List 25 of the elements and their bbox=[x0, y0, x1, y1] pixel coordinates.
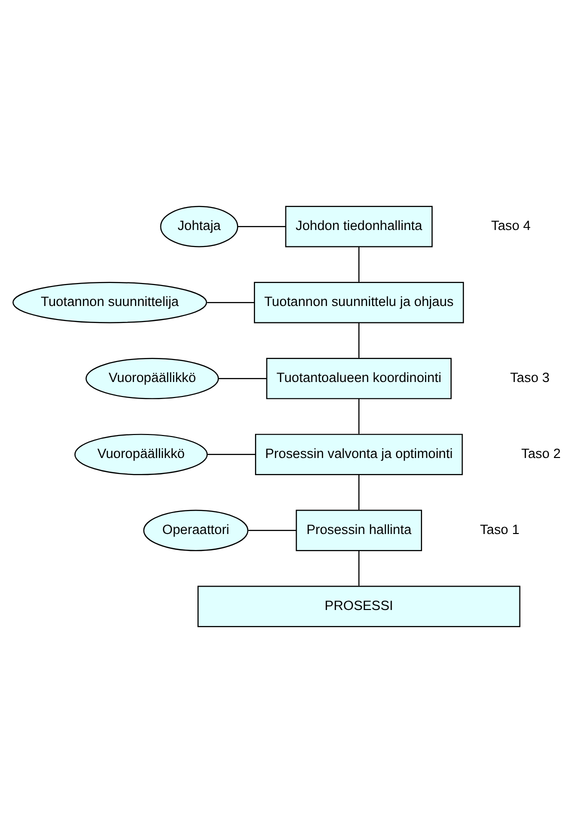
node-ellipse: Johtaja bbox=[160, 205, 238, 247]
label: Taso 3 bbox=[510, 369, 550, 384]
label: Taso 4 bbox=[491, 218, 531, 233]
connector bbox=[358, 550, 360, 586]
node-box: Tuotantoalueen koordinointi bbox=[266, 357, 452, 399]
connector bbox=[358, 246, 360, 282]
node-ellipse: Operaattori bbox=[143, 509, 248, 551]
connector bbox=[238, 226, 286, 227]
node-box: PROSESSI bbox=[197, 585, 520, 627]
node-ellipse: Vuoropäällikkö bbox=[86, 357, 219, 399]
node-box: Johdon tiedonhallinta bbox=[285, 205, 433, 247]
connector bbox=[207, 453, 256, 455]
connector bbox=[248, 529, 296, 531]
label: Taso 1 bbox=[480, 521, 520, 536]
connector bbox=[358, 398, 360, 434]
connector bbox=[218, 377, 267, 379]
node-box: Prosessin hallinta bbox=[296, 509, 422, 551]
node-ellipse: Vuoropäällikkö bbox=[74, 433, 208, 475]
connector bbox=[358, 322, 360, 358]
node-ellipse: Tuotannon suunnittelija bbox=[12, 281, 208, 323]
node-box: Tuotannon suunnittelu ja ohjaus bbox=[254, 281, 464, 323]
connector bbox=[207, 301, 254, 303]
label: Taso 2 bbox=[521, 445, 561, 460]
node-box: Prosessin valvonta ja optimointi bbox=[255, 433, 463, 475]
connector bbox=[358, 474, 360, 510]
